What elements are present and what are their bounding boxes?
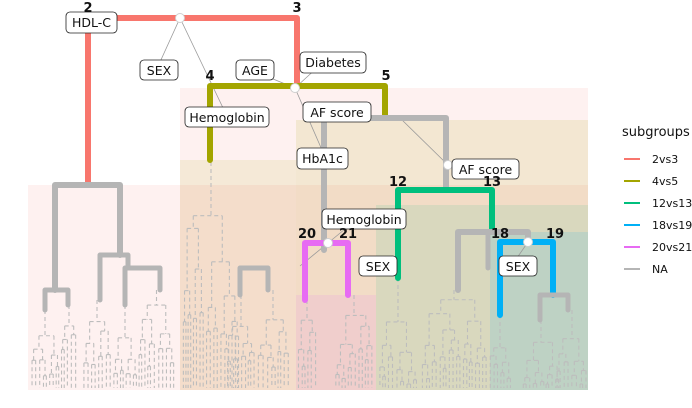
label-text: SEX (147, 63, 172, 78)
label-text: Diabetes (305, 55, 361, 70)
label-hemoglobin-right: Hemoglobin (321, 208, 407, 230)
legend-title: subgroups (622, 125, 690, 140)
label-text: AF score (310, 105, 364, 120)
branch-12vs13 (395, 187, 495, 281)
branch-2vs3 (85, 15, 300, 188)
branch-2-right (122, 265, 163, 308)
node-number-20: 20 (298, 227, 316, 242)
label-text: SEX (506, 259, 531, 274)
branch-19-child (537, 292, 571, 323)
label-text: AGE (242, 63, 268, 78)
node-5 (443, 160, 453, 170)
node-number-19: 19 (546, 227, 564, 242)
node-number-13: 13 (483, 175, 501, 190)
node-number-2: 2 (83, 1, 92, 16)
legend-label-18vs19: 18vs19 (652, 219, 692, 232)
label-text: Hemoglobin (326, 212, 401, 227)
branch-2-left-child (42, 287, 71, 313)
branch-13-left (485, 229, 503, 271)
legend-label-4vs5: 4vs5 (652, 175, 678, 188)
node-numbers: 2 3 4 5 12 13 18 19 20 21 (83, 1, 564, 242)
label-hdl-c: HDL-C (65, 11, 118, 34)
legend-label-12vs13: 12vs13 (652, 197, 692, 210)
branch-5 (321, 115, 449, 253)
branch-2-mid (97, 252, 131, 303)
label-af-score-upper: AF score (302, 101, 372, 123)
legend-label-20vs21: 20vs21 (652, 241, 692, 254)
branch-20-left (237, 265, 271, 298)
node-number-18: 18 (491, 227, 509, 242)
node-1 (175, 13, 185, 23)
legend-label-NA: NA (652, 263, 668, 276)
label-text: HDL-C (72, 15, 111, 30)
label-diabetes: Diabetes (299, 51, 367, 74)
legend-label-2vs3: 2vs3 (652, 153, 678, 166)
label-hba1c: HbA1c (296, 147, 349, 170)
node-number-3: 3 (292, 1, 301, 16)
label-af-score-lower: AF score (451, 158, 520, 180)
branch-2-left (52, 182, 123, 293)
label-sex-top: SEX (139, 59, 179, 81)
node-number-5: 5 (381, 69, 390, 84)
node-number-12: 12 (389, 175, 407, 190)
label-text: SEX (366, 259, 391, 274)
split-labels: HDL-C SEX AGE Diabetes Hemoglobin AF sco… (65, 11, 538, 277)
node-number-4: 4 (205, 69, 214, 84)
node-3 (290, 83, 300, 93)
label-age: AGE (235, 59, 275, 81)
dashed-branches (31, 162, 587, 388)
label-text: Hemoglobin (189, 110, 264, 125)
label-text: HbA1c (302, 151, 343, 166)
label-sex-right: SEX (498, 255, 538, 277)
label-hemoglobin-left: Hemoglobin (184, 106, 270, 128)
node-20 (323, 238, 333, 248)
label-sex-mid: SEX (358, 255, 398, 277)
node-18 (523, 237, 533, 247)
node-number-21: 21 (339, 227, 357, 242)
label-text: AF score (459, 162, 513, 177)
